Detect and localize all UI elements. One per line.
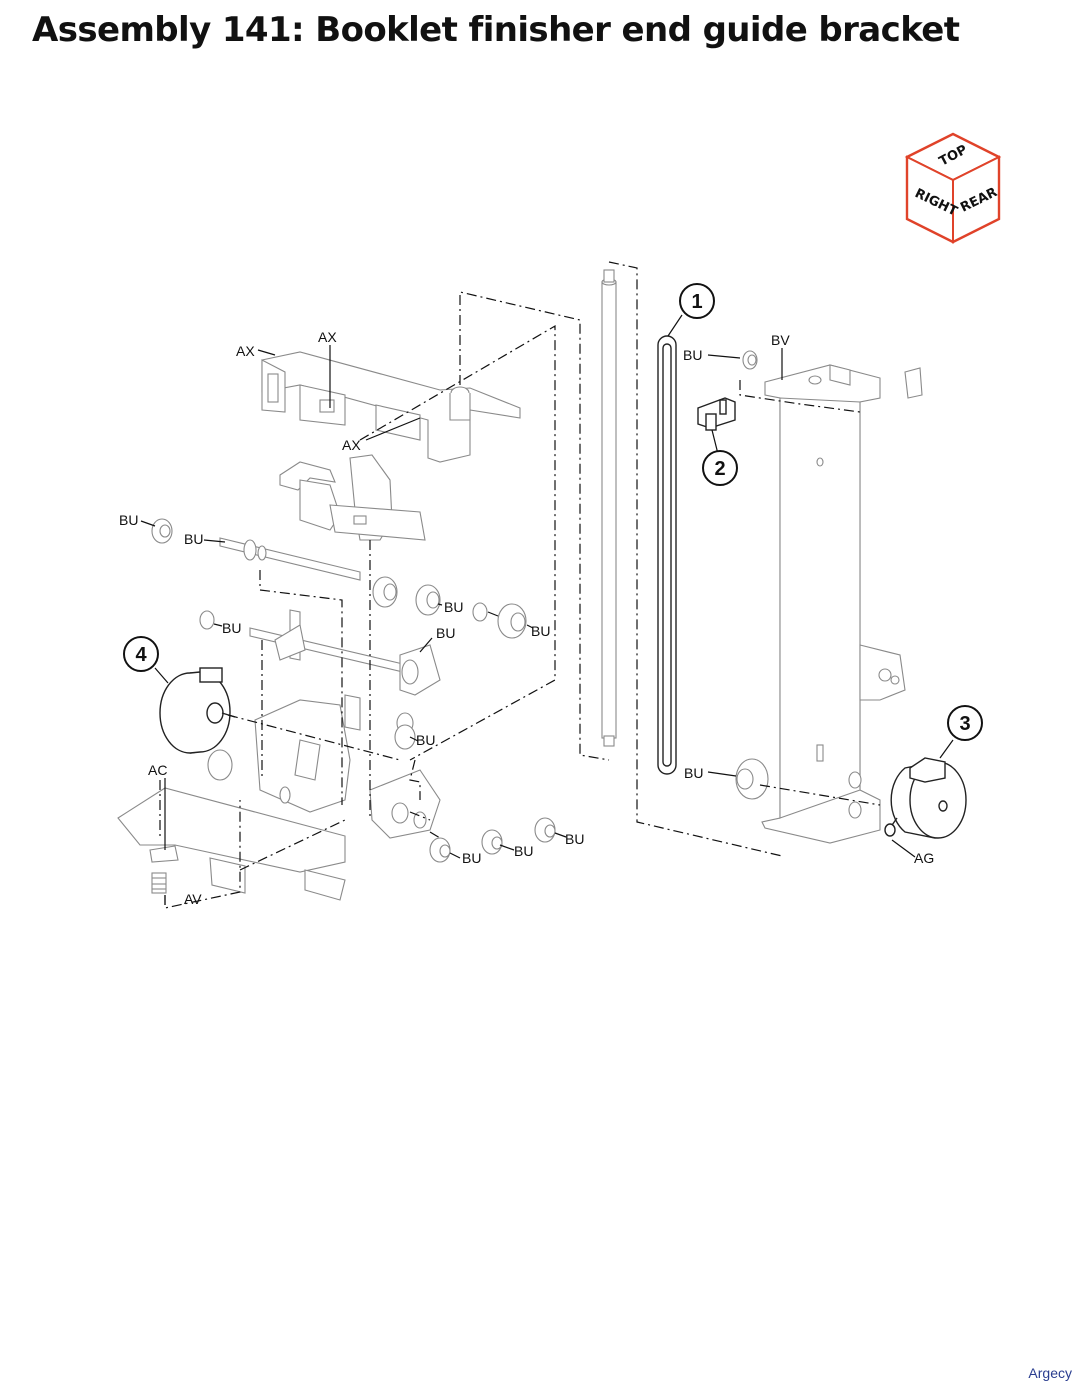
label-bu: BU (683, 347, 702, 363)
label-bu: BU (684, 765, 703, 781)
label-ax: AX (318, 329, 337, 345)
belt-1 (657, 335, 677, 775)
lower-shaft-assembly (199, 609, 441, 696)
end-guide-lever (279, 454, 426, 541)
label-bu: BU (416, 732, 435, 748)
upper-shaft-assembly (151, 518, 527, 639)
callout-4: 4 (135, 644, 147, 666)
label-bv: BV (771, 332, 790, 348)
pulley (735, 758, 769, 800)
guide-rod (601, 269, 617, 747)
watermark: Argecy (1028, 1365, 1072, 1381)
label-bu: BU (514, 843, 533, 859)
motor-3 (884, 757, 967, 839)
sensor-2 (697, 397, 736, 431)
bottom-plate (117, 787, 346, 901)
label-bu: BU (184, 531, 203, 547)
label-ag: AG (914, 850, 934, 866)
label-bu: BU (222, 620, 241, 636)
label-bu: BU (565, 831, 584, 847)
orientation-cube: TOP RIGHT REAR (904, 132, 1002, 244)
callout-1: 1 (691, 291, 702, 313)
label-bu: BU (119, 512, 138, 528)
page-title: Assembly 141: Booklet finisher end guide… (32, 10, 960, 50)
label-ax: AX (342, 437, 361, 453)
part-labels: AX AX AX BU BU BU BU BU BU BU BU BU BU A… (119, 329, 934, 907)
callout-3: 3 (959, 713, 970, 735)
callout-2: 2 (714, 458, 725, 480)
callouts: 1 2 3 4 (123, 283, 983, 741)
leader-lines (140, 314, 954, 905)
label-av: AV (184, 891, 202, 907)
motor-4 (159, 667, 236, 781)
right-side-frame (742, 350, 923, 844)
label-ax: AX (236, 343, 255, 359)
label-ac: AC (148, 762, 167, 778)
label-bu: BU (531, 623, 550, 639)
label-bu: BU (436, 625, 455, 641)
top-guide-bracket (261, 351, 521, 463)
label-bu: BU (444, 599, 463, 615)
bottom-bushings (394, 724, 556, 863)
label-bu: BU (462, 850, 481, 866)
base-frame (254, 694, 441, 839)
